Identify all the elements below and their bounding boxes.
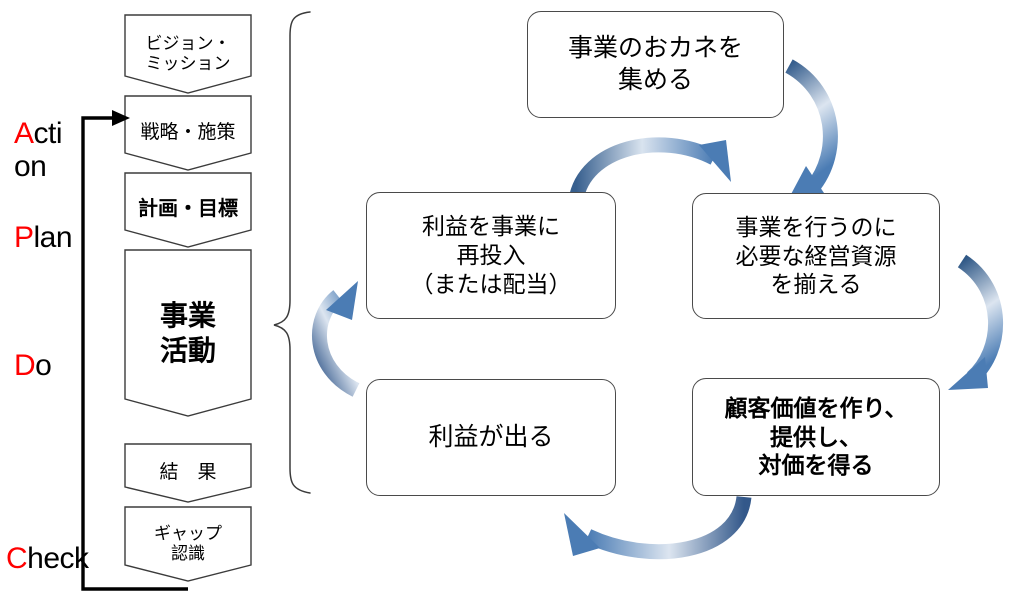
cycle-box-prepare-resources[interactable]: 事業を行うのに 必要な経営資源 を揃える <box>692 193 940 319</box>
cycle-arrow-bottom <box>564 495 752 560</box>
chevron-shape-icon <box>124 14 252 94</box>
cycle-box-profit-arises[interactable]: 利益が出る <box>366 379 616 496</box>
pdca-rest-text: heck <box>27 542 89 576</box>
cycle-arrow-top-left <box>568 137 731 202</box>
pdca-accent-letter: D <box>14 349 36 383</box>
cycle-box-label: 事業のおカネを 集める <box>567 34 743 94</box>
pdca-rest-text: lan <box>33 221 73 255</box>
process-step-strategy-measures[interactable]: 戦略・施策 <box>124 95 252 171</box>
pdca-label-action: Acti on <box>14 86 63 183</box>
process-step-vision-mission[interactable]: ビジョン・ ミッション <box>124 14 252 94</box>
process-step-business-activity[interactable]: 事業 活動 <box>124 249 252 417</box>
process-step-gap-recognition[interactable]: ギャップ 認識 <box>124 506 252 582</box>
pdca-accent-letter: C <box>6 542 28 576</box>
process-step-label: 事業 活動 <box>159 299 216 366</box>
pdca-label-do: Do <box>14 318 52 383</box>
cycle-box-label: 事業を行うのに 必要な経営資源 を揃える <box>735 213 897 298</box>
pdca-accent-letter: A <box>14 117 34 151</box>
process-step-result[interactable]: 結 果 <box>124 443 252 503</box>
cycle-arrow-top-right <box>785 59 838 198</box>
cycle-box-create-value[interactable]: 顧客価値を作り、 提供し、 対価を得る <box>692 378 940 496</box>
cycle-box-collect-money[interactable]: 事業のおカネを 集める <box>527 11 784 118</box>
pdca-label-check: Check <box>6 511 89 576</box>
arrowhead-icon <box>699 140 731 182</box>
cycle-box-reinvest[interactable]: 利益を事業に 再投入 （または配当） <box>366 192 616 319</box>
pdca-label-plan: Plan <box>14 190 73 255</box>
arrowhead-icon <box>326 281 358 320</box>
process-step-plan-goal[interactable]: 計画・目標 <box>124 172 252 248</box>
pdca-rest-text: cti on <box>14 117 63 183</box>
process-step-label: ビジョン・ ミッション <box>145 33 231 73</box>
pdca-rest-text: o <box>35 349 52 383</box>
cycle-box-label: 利益を事業に 再投入 （または配当） <box>410 213 572 297</box>
scope-brace <box>273 11 311 494</box>
process-step-label: ギャップ 認識 <box>154 523 222 563</box>
process-step-label: 戦略・施策 <box>140 121 236 143</box>
arrowhead-icon <box>564 513 600 556</box>
cycle-box-label: 利益が出る <box>428 422 554 451</box>
process-step-label: 結 果 <box>159 461 217 483</box>
cycle-arrow-left <box>312 281 360 397</box>
pdca-accent-letter: P <box>14 221 34 255</box>
arrowhead-icon <box>948 357 988 390</box>
cycle-arrow-right <box>948 254 1004 390</box>
cycle-box-label: 顧客価値を作り、 提供し、 対価を得る <box>724 394 908 479</box>
process-step-label: 計画・目標 <box>138 198 238 221</box>
